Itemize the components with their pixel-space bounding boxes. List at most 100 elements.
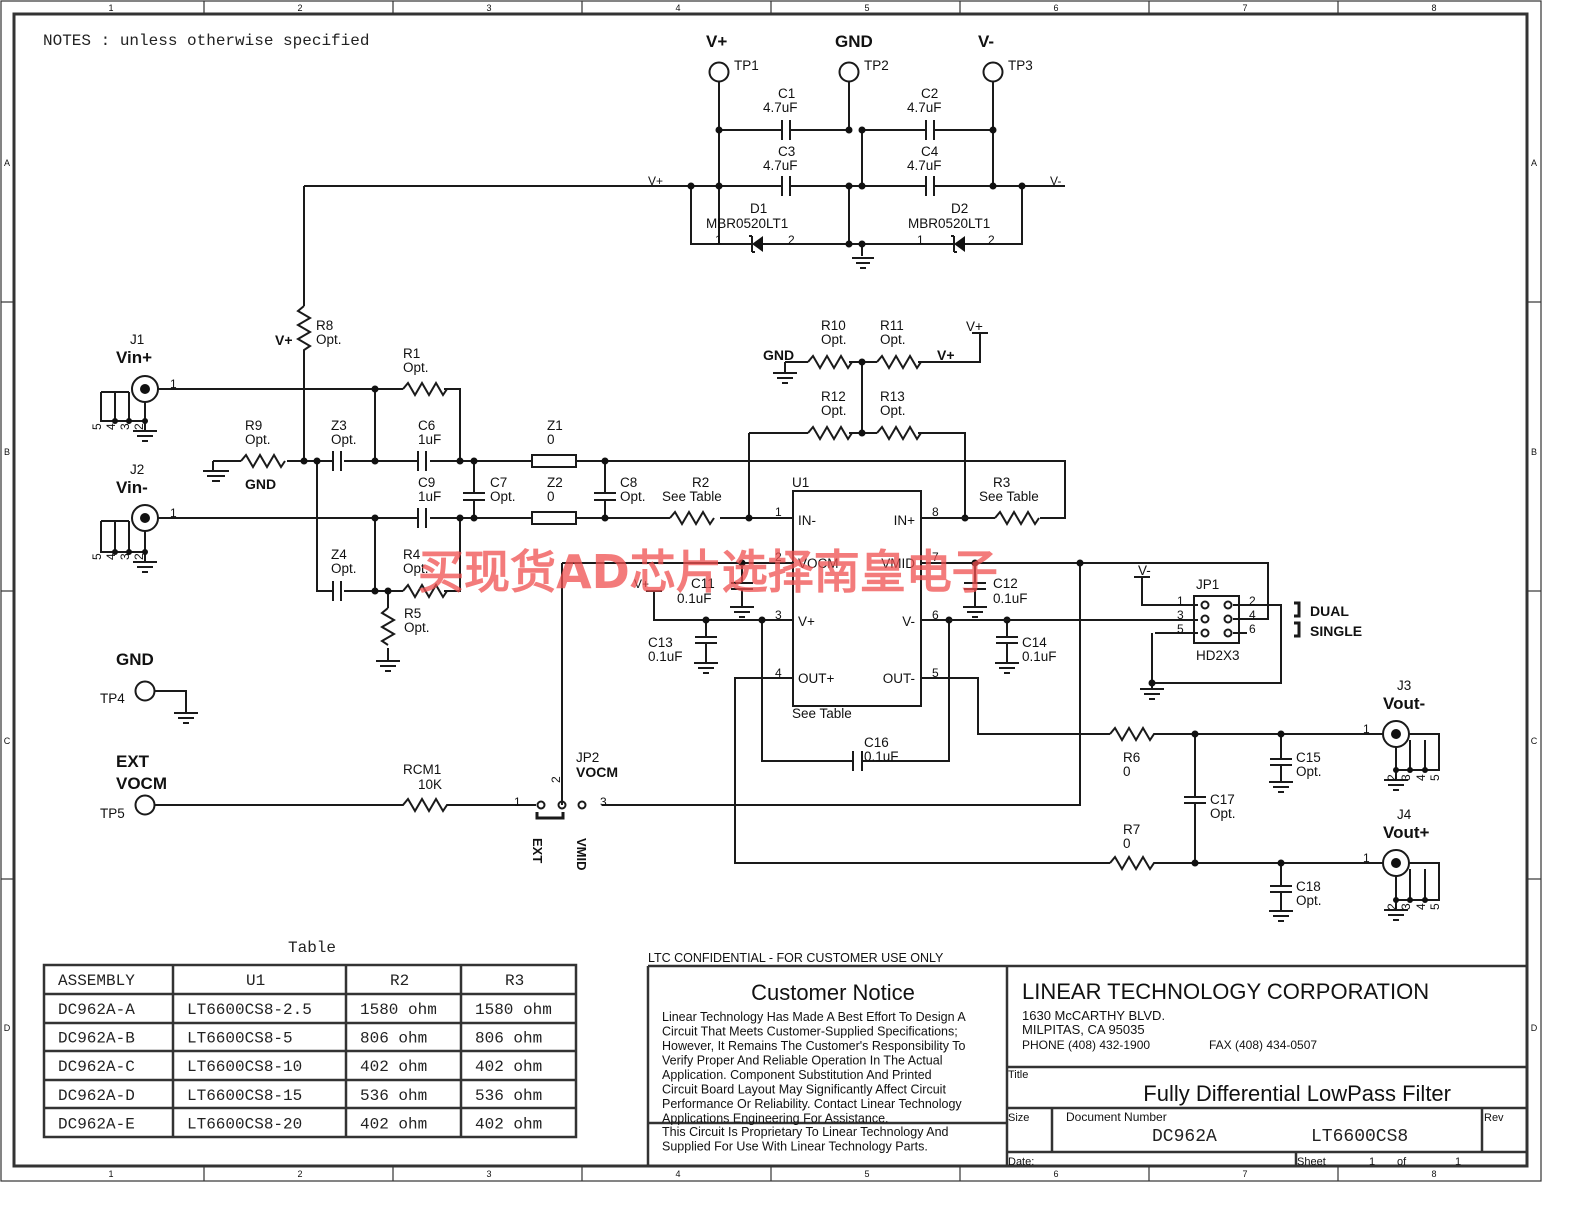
docnum-label: Document Number — [1066, 1110, 1167, 1124]
col-label: 6 — [1053, 3, 1058, 13]
u1-body[interactable] — [792, 490, 922, 707]
company-phone: PHONE (408) 432-1900 — [1022, 1038, 1150, 1052]
jp2-pin1-num: 1 — [514, 795, 521, 809]
j3-shield-pin: 3 — [1399, 774, 1413, 781]
resistor-r3 — [994, 510, 1040, 526]
notice-line: Verify Proper And Reliable Operation In … — [662, 1054, 943, 1068]
table-cell: 402 ohm — [360, 1058, 427, 1076]
c8-value: Opt. — [620, 489, 646, 504]
j3-pin: 1 — [1363, 722, 1370, 736]
jp2-pin3[interactable] — [577, 800, 587, 810]
customer-notice: LTC CONFIDENTIAL - FOR CUSTOMER USE ONLY… — [646, 951, 1527, 1166]
c15-ref: C15 — [1296, 750, 1321, 765]
jp1-pin[interactable] — [1223, 614, 1233, 624]
net-label-vplus: V+ — [706, 32, 727, 51]
u1-pin-name: IN+ — [894, 513, 916, 528]
c2-value: 4.7uF — [907, 100, 942, 115]
u1-pin-num: 8 — [932, 505, 939, 519]
u1-pin-name: V+ — [798, 614, 815, 629]
r13-ref: R13 — [880, 389, 905, 404]
c17-value: Opt. — [1210, 806, 1236, 821]
z3-ref: Z3 — [331, 418, 347, 433]
rcm1-value: 10K — [418, 777, 442, 792]
j4-ref: J4 — [1397, 807, 1412, 822]
c6-value: 1uF — [418, 432, 441, 447]
jp2-ref: JP2 — [576, 750, 599, 765]
vminus-net-flag: V- — [1050, 174, 1061, 188]
vplus-net-flag: V+ — [648, 174, 663, 188]
table-cell: DC962A-B — [58, 1030, 135, 1048]
table-cell: LT6600CS8-5 — [187, 1030, 293, 1048]
table-cell: 806 ohm — [475, 1030, 542, 1048]
testpoint-tp4[interactable] — [134, 680, 156, 702]
u1-pin-name: OUT- — [883, 671, 915, 686]
jp1-body[interactable] — [1193, 595, 1240, 644]
c3-ref: C3 — [778, 144, 795, 159]
diode-d2 — [954, 236, 965, 252]
testpoint-tp3[interactable] — [982, 61, 1004, 83]
diode-d1 — [752, 236, 763, 252]
jp1-pin[interactable] — [1200, 628, 1210, 638]
r6-value: 0 — [1123, 764, 1131, 779]
tp3-ref: TP3 — [1008, 58, 1033, 73]
r7-ref: R7 — [1123, 822, 1140, 837]
u1-pin-name: VOCM — [798, 556, 839, 571]
col-label: 3 — [486, 3, 491, 13]
r12-ref: R12 — [821, 389, 846, 404]
jp1-single-label: SINGLE — [1310, 623, 1362, 639]
u1-note: See Table — [792, 706, 852, 721]
r9-ref: R9 — [245, 418, 262, 433]
row-label: A — [1531, 158, 1537, 168]
row-labels: A B C D A B C D — [4, 158, 1538, 1033]
table-cell: LT6600CS8-10 — [187, 1058, 302, 1076]
proprietary-line: Supplied For Use With Linear Technology … — [662, 1140, 928, 1154]
d2-value: MBR0520LT1 — [908, 216, 990, 231]
title-label: Title — [1008, 1069, 1028, 1081]
c7-ref: C7 — [490, 475, 507, 490]
table-header-cell: R2 — [390, 972, 409, 990]
c6-ref: C6 — [418, 418, 435, 433]
testpoint-tp2[interactable] — [838, 61, 860, 83]
jp1-pin[interactable] — [1223, 628, 1233, 638]
proprietary-line: This Circuit Is Proprietary To Linear Te… — [662, 1125, 949, 1139]
row-label: B — [4, 447, 10, 457]
z4-ref: Z4 — [331, 547, 347, 562]
c9-ref: C9 — [418, 475, 435, 490]
c14-value: 0.1uF — [1022, 649, 1057, 664]
testpoint-tp1[interactable] — [708, 61, 730, 83]
jumper-z2 — [531, 511, 577, 525]
u1-pin-name: OUT+ — [798, 671, 834, 686]
u1-opamp: U1 See Table IN- VOCM V+ OUT+ IN+ VMID V… — [561, 475, 1269, 864]
u1-pin-name: V- — [902, 614, 915, 629]
jp1-pin[interactable] — [1200, 600, 1210, 610]
d1-pin1: 1 — [715, 233, 722, 247]
u1-pin-name: VMID — [881, 556, 915, 571]
c13-ref: C13 — [648, 635, 673, 650]
confidential-text: LTC CONFIDENTIAL - FOR CUSTOMER USE ONLY — [648, 951, 944, 965]
row-label: B — [1531, 447, 1537, 457]
part-number: LT6600CS8 — [1311, 1127, 1408, 1147]
jp1-pin[interactable] — [1223, 600, 1233, 610]
r10-ref: R10 — [821, 318, 846, 333]
sheet-label: Sheet — [1297, 1156, 1326, 1168]
d2-pin2: 2 — [988, 233, 995, 247]
d1-value: MBR0520LT1 — [706, 216, 788, 231]
d2-ref: D2 — [951, 201, 968, 216]
rev-label: Rev — [1484, 1112, 1504, 1124]
jp1-part: HD2X3 — [1196, 648, 1240, 663]
resistor-r8 — [296, 305, 312, 356]
jp1-pin[interactable] — [1200, 614, 1210, 624]
notice-title: Customer Notice — [751, 980, 915, 1005]
col-label: 4 — [675, 3, 680, 13]
jp1-pin-num: 4 — [1249, 608, 1256, 622]
jp2-pin1[interactable] — [536, 800, 546, 810]
resistor-r9 — [240, 453, 286, 469]
j2-shield-pin: 3 — [118, 553, 132, 560]
ext-vocm-label: VOCM — [116, 774, 167, 793]
testpoint-tp5[interactable] — [134, 794, 156, 816]
c16-ref: C16 — [864, 735, 889, 750]
r10-value: Opt. — [821, 332, 847, 347]
d1-ref: D1 — [750, 201, 767, 216]
j2-name: Vin- — [116, 478, 148, 497]
